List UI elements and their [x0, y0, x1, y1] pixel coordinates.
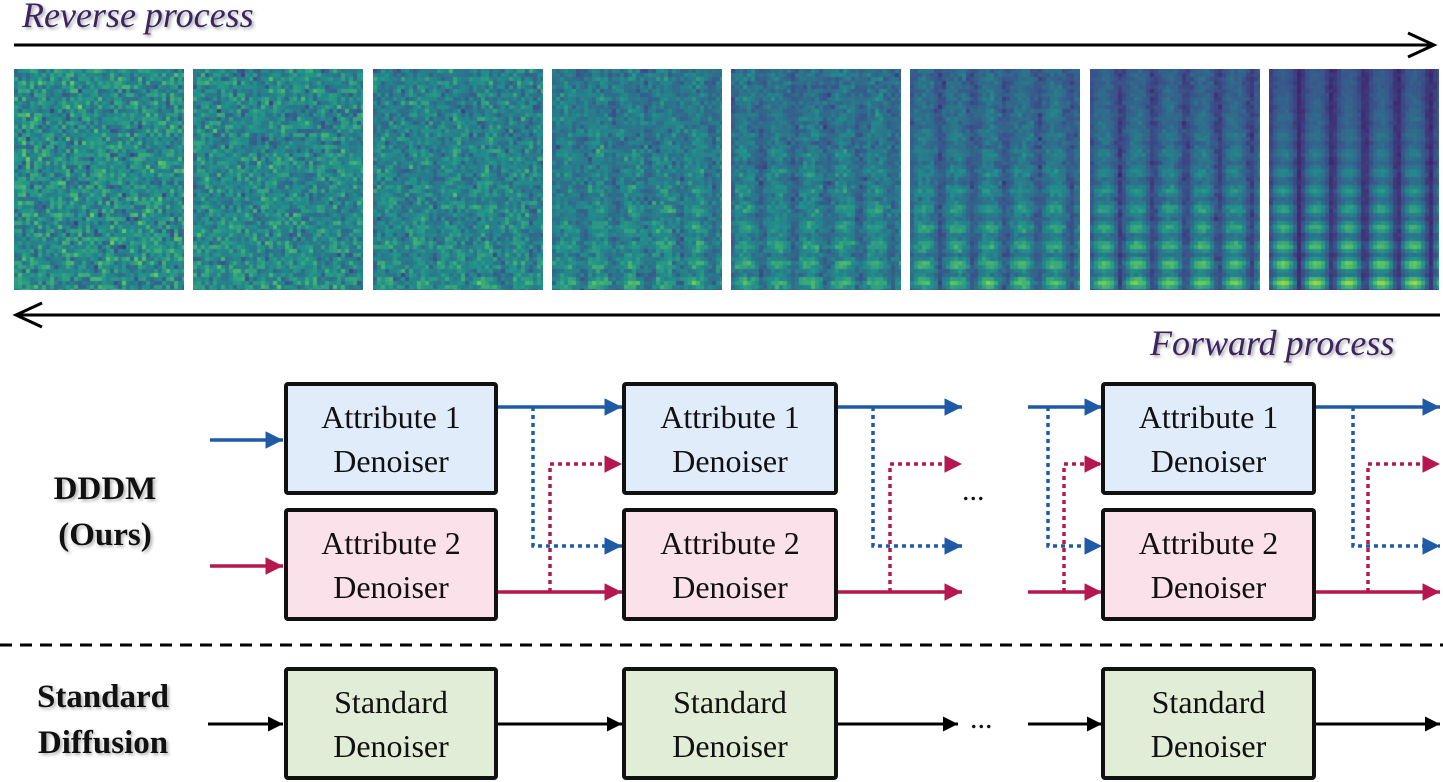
attr1-denoiser-title: Attribute 1 [660, 398, 800, 435]
standard-denoiser-2: Standard Denoiser [622, 667, 838, 780]
standard-denoiser-subtitle: Denoiser [333, 727, 449, 764]
dddm-label-line2: (Ours) [58, 517, 152, 553]
standard-denoiser-title: Standard [334, 683, 448, 720]
spectrogram-step-1 [14, 69, 184, 290]
reverse-process-label: Reverse process [22, 0, 254, 35]
attr2-denoiser-subtitle: Denoiser [333, 568, 449, 605]
spectrogram-step-6 [910, 69, 1080, 290]
attr2-denoiser-2: Attribute 2 Denoiser [622, 508, 838, 621]
attr1-denoiser-subtitle: Denoiser [1150, 442, 1267, 479]
attr1-denoiser-title: Attribute 1 [321, 398, 461, 435]
attr2-denoiser-1: Attribute 2 Denoiser [284, 508, 498, 621]
spectrogram-step-5 [731, 69, 901, 290]
spectrogram-step-2 [193, 69, 363, 290]
attr2-cross-flow [548, 455, 1440, 592]
standard-denoiser-subtitle: Denoiser [1150, 727, 1267, 764]
dddm-label: DDDM (Ours) [30, 466, 180, 558]
spectrogram-step-7 [1090, 69, 1260, 290]
spectrogram-step-8 [1269, 69, 1439, 290]
standard-denoiser-title: Standard [673, 683, 787, 720]
attr2-denoiser-3: Attribute 2 Denoiser [1101, 508, 1316, 621]
attr1-denoiser-3: Attribute 1 Denoiser [1101, 382, 1316, 495]
attr2-denoiser-subtitle: Denoiser [1150, 568, 1267, 605]
standard-ellipsis: ... [970, 702, 993, 735]
attr1-denoiser-2: Attribute 1 Denoiser [622, 382, 838, 495]
standard-denoiser-subtitle: Denoiser [672, 727, 788, 764]
spectrogram-step-3 [373, 69, 543, 290]
forward-process-label: Forward process [1150, 323, 1395, 363]
dddm-label-line1: DDDM [53, 471, 157, 507]
standard-diffusion-label: Standard Diffusion [18, 674, 188, 766]
attr2-flow [210, 557, 1440, 601]
forward-process-arrow [12, 301, 1440, 329]
attr1-denoiser-subtitle: Denoiser [672, 442, 788, 479]
spectrogram-step-4 [552, 69, 722, 290]
attr1-denoiser-subtitle: Denoiser [333, 442, 449, 479]
attr2-denoiser-subtitle: Denoiser [672, 568, 788, 605]
attr2-denoiser-title: Attribute 2 [660, 524, 800, 561]
standard-label-line1: Standard [36, 679, 170, 715]
attr1-cross-flow [531, 407, 1440, 555]
attr1-denoiser-1: Attribute 1 Denoiser [284, 382, 498, 495]
standard-label-line2: Diffusion [37, 725, 169, 761]
attr2-denoiser-title: Attribute 2 [321, 524, 461, 561]
dddm-ellipsis: ... [962, 474, 985, 507]
standard-denoiser-3: Standard Denoiser [1101, 667, 1316, 780]
standard-denoiser-1: Standard Denoiser [284, 667, 498, 780]
attr1-denoiser-title: Attribute 1 [1138, 398, 1279, 435]
standard-denoiser-title: Standard [1151, 683, 1266, 720]
reverse-process-arrow [14, 31, 1438, 59]
attr2-denoiser-title: Attribute 2 [1138, 524, 1279, 561]
attr1-flow [210, 398, 1440, 449]
